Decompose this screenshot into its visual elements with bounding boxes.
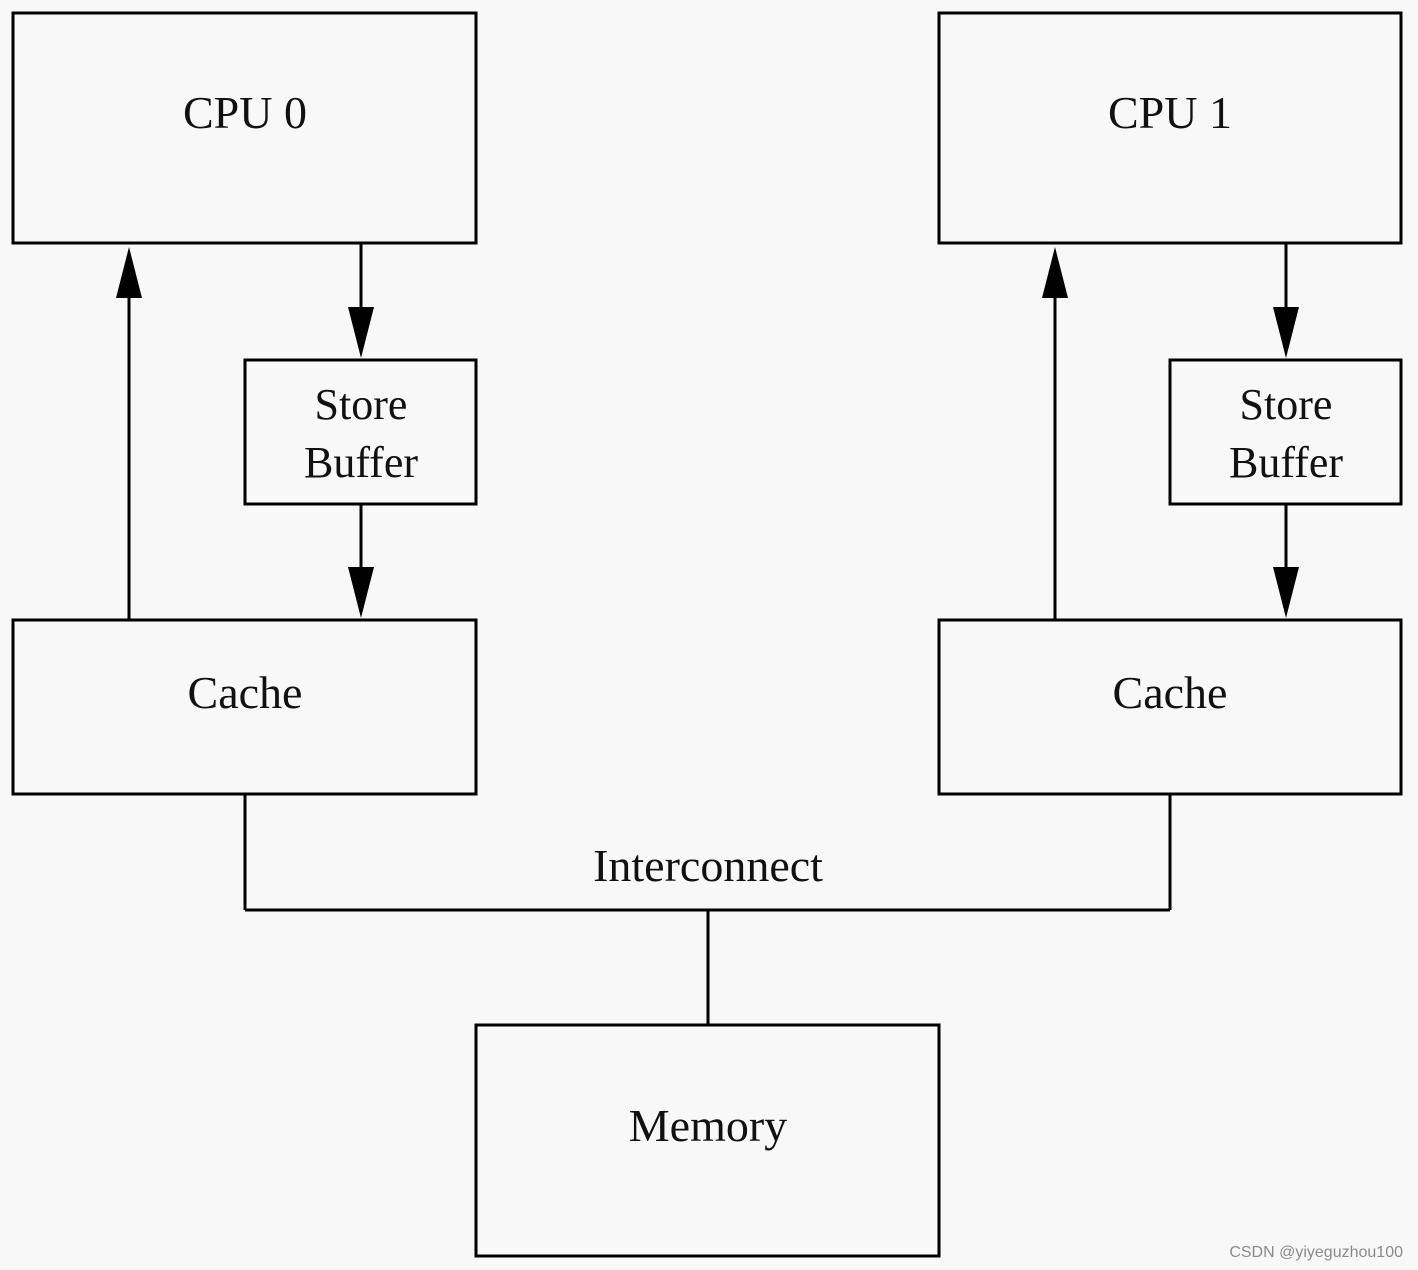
cache-left-node: Cache (11, 618, 478, 796)
store-buffer-left-label-line1: Store (315, 380, 408, 429)
cpu0-box (11, 11, 478, 245)
memory-label: Memory (629, 1100, 787, 1151)
cpu1-label: CPU 1 (1108, 87, 1232, 138)
watermark: CSDN @yiyeguzhou100 (1229, 1244, 1403, 1261)
arrow-store-buffer-right-to-cache-right-head (1273, 567, 1299, 618)
store-buffer-right-node: Store Buffer (1168, 358, 1403, 506)
cpu1-box (937, 11, 1403, 245)
interconnect: Interconnect (243, 794, 1172, 1025)
left-arrows (116, 243, 374, 620)
cpu1-node: CPU 1 (937, 11, 1403, 245)
arrow-cpu0-to-store-buffer-left-head (348, 307, 374, 358)
store-buffer-right-label-line1: Store (1240, 380, 1333, 429)
arrow-cache-left-to-cpu0-head (116, 247, 142, 298)
cpu0-node: CPU 0 (11, 11, 478, 245)
cpu0-label: CPU 0 (183, 87, 307, 138)
arrow-cache-right-to-cpu1-head (1042, 247, 1068, 298)
store-buffer-left-label-line2: Buffer (304, 438, 418, 487)
memory-node: Memory (474, 1023, 941, 1258)
cache-right-node: Cache (937, 618, 1403, 796)
right-arrows (1042, 243, 1299, 620)
arrow-cpu1-to-store-buffer-right-head (1273, 307, 1299, 358)
arrow-store-buffer-left-to-cache-left-head (348, 567, 374, 618)
cache-left-label: Cache (188, 667, 303, 718)
store-buffer-right-label-line2: Buffer (1229, 438, 1343, 487)
interconnect-label: Interconnect (593, 840, 823, 891)
cache-right-label: Cache (1113, 667, 1228, 718)
store-buffer-left-node: Store Buffer (243, 358, 478, 506)
